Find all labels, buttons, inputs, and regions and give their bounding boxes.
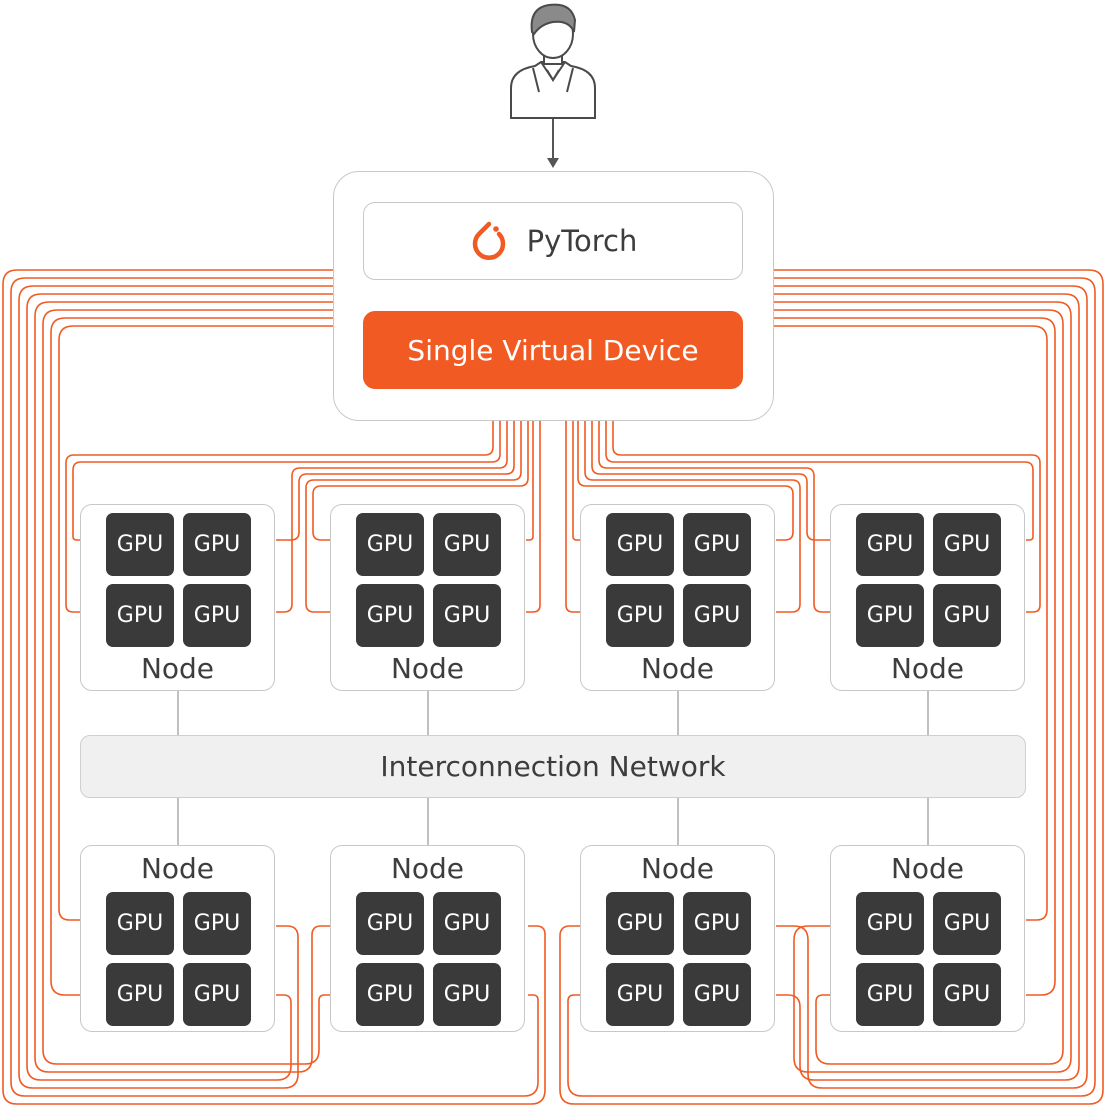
orange-wire xyxy=(774,285,1088,1089)
orange-wire xyxy=(305,421,522,613)
gpu-chip: GPU xyxy=(856,584,924,647)
orange-wire xyxy=(612,421,1041,613)
orange-wire xyxy=(577,421,794,541)
gpu-chip: GPU xyxy=(933,513,1001,576)
gpu-chip: GPU xyxy=(683,892,751,955)
node-label: Node xyxy=(140,852,215,885)
gpu-chip: GPU xyxy=(606,892,674,955)
orange-wire xyxy=(567,277,1096,1097)
orange-wire xyxy=(10,277,539,1097)
gpu-chip: GPU xyxy=(933,892,1001,955)
orange-wire xyxy=(774,309,1064,1065)
orange-wire xyxy=(598,421,830,613)
pytorch-logo-icon xyxy=(472,221,505,261)
gpu-chip: GPU xyxy=(933,963,1001,1026)
gpu-chip: GPU xyxy=(183,892,251,955)
orange-wire xyxy=(276,421,508,613)
gpu-chip: GPU xyxy=(106,584,174,647)
orange-wire xyxy=(591,421,830,541)
node-label: Node xyxy=(390,852,465,885)
orange-wire xyxy=(34,301,333,1073)
orange-wire xyxy=(774,301,1072,1073)
orange-wire xyxy=(774,293,1080,1081)
pytorch-box: PyTorch xyxy=(363,202,743,280)
gpu-chip: GPU xyxy=(356,892,424,955)
orange-wire xyxy=(572,421,580,541)
gpu-chip: GPU xyxy=(683,584,751,647)
gpu-chip: GPU xyxy=(433,892,501,955)
gpu-chip: GPU xyxy=(356,963,424,1026)
orange-wire xyxy=(72,421,501,541)
orange-wire xyxy=(42,309,333,1065)
orange-wire xyxy=(58,325,333,921)
node-label: Node xyxy=(140,652,215,685)
orange-wire xyxy=(605,421,1034,541)
orange-wire xyxy=(565,421,580,613)
orange-wire xyxy=(774,325,1048,921)
orange-wire xyxy=(559,269,1104,1105)
gpu-chip: GPU xyxy=(433,513,501,576)
single-virtual-device-label: Single Virtual Device xyxy=(407,333,699,367)
gpu-chip: GPU xyxy=(683,963,751,1026)
gpu-chip: GPU xyxy=(106,892,174,955)
orange-wire xyxy=(50,317,333,996)
gpu-chip: GPU xyxy=(106,513,174,576)
gpu-chip: GPU xyxy=(856,963,924,1026)
orange-wire xyxy=(26,293,333,1081)
single-virtual-device-box: Single Virtual Device xyxy=(363,311,743,389)
node-label: Node xyxy=(390,652,465,685)
gpu-chip: GPU xyxy=(856,892,924,955)
gpu-chip: GPU xyxy=(433,584,501,647)
orange-wire xyxy=(774,317,1056,996)
gpu-chip: GPU xyxy=(356,584,424,647)
gpu-chip: GPU xyxy=(856,513,924,576)
node-label: Node xyxy=(890,852,965,885)
orange-wire xyxy=(2,269,546,1105)
user-icon xyxy=(510,3,596,119)
orange-wire xyxy=(584,421,801,613)
node-label: Node xyxy=(640,652,715,685)
gpu-chip: GPU xyxy=(933,584,1001,647)
gpu-chip: GPU xyxy=(606,963,674,1026)
orange-wire xyxy=(312,421,529,541)
gpu-chip: GPU xyxy=(183,963,251,1026)
orange-wire xyxy=(526,421,541,613)
orange-wire xyxy=(65,421,494,613)
gpu-chip: GPU xyxy=(183,584,251,647)
node-label: Node xyxy=(640,852,715,885)
gpu-chip: GPU xyxy=(183,513,251,576)
node-label: Node xyxy=(890,652,965,685)
gpu-chip: GPU xyxy=(106,963,174,1026)
gpu-chip: GPU xyxy=(356,513,424,576)
gpu-chip: GPU xyxy=(683,513,751,576)
arrow-head xyxy=(547,158,559,168)
pytorch-label: PyTorch xyxy=(526,224,638,258)
orange-wire xyxy=(526,421,534,541)
gpu-chip: GPU xyxy=(433,963,501,1026)
orange-wire xyxy=(276,421,515,541)
gpu-chip: GPU xyxy=(606,584,674,647)
interconnection-network: Interconnection Network xyxy=(80,735,1026,798)
orange-wire xyxy=(18,285,333,1089)
interconnection-network-label: Interconnection Network xyxy=(380,750,726,783)
gpu-chip: GPU xyxy=(606,513,674,576)
